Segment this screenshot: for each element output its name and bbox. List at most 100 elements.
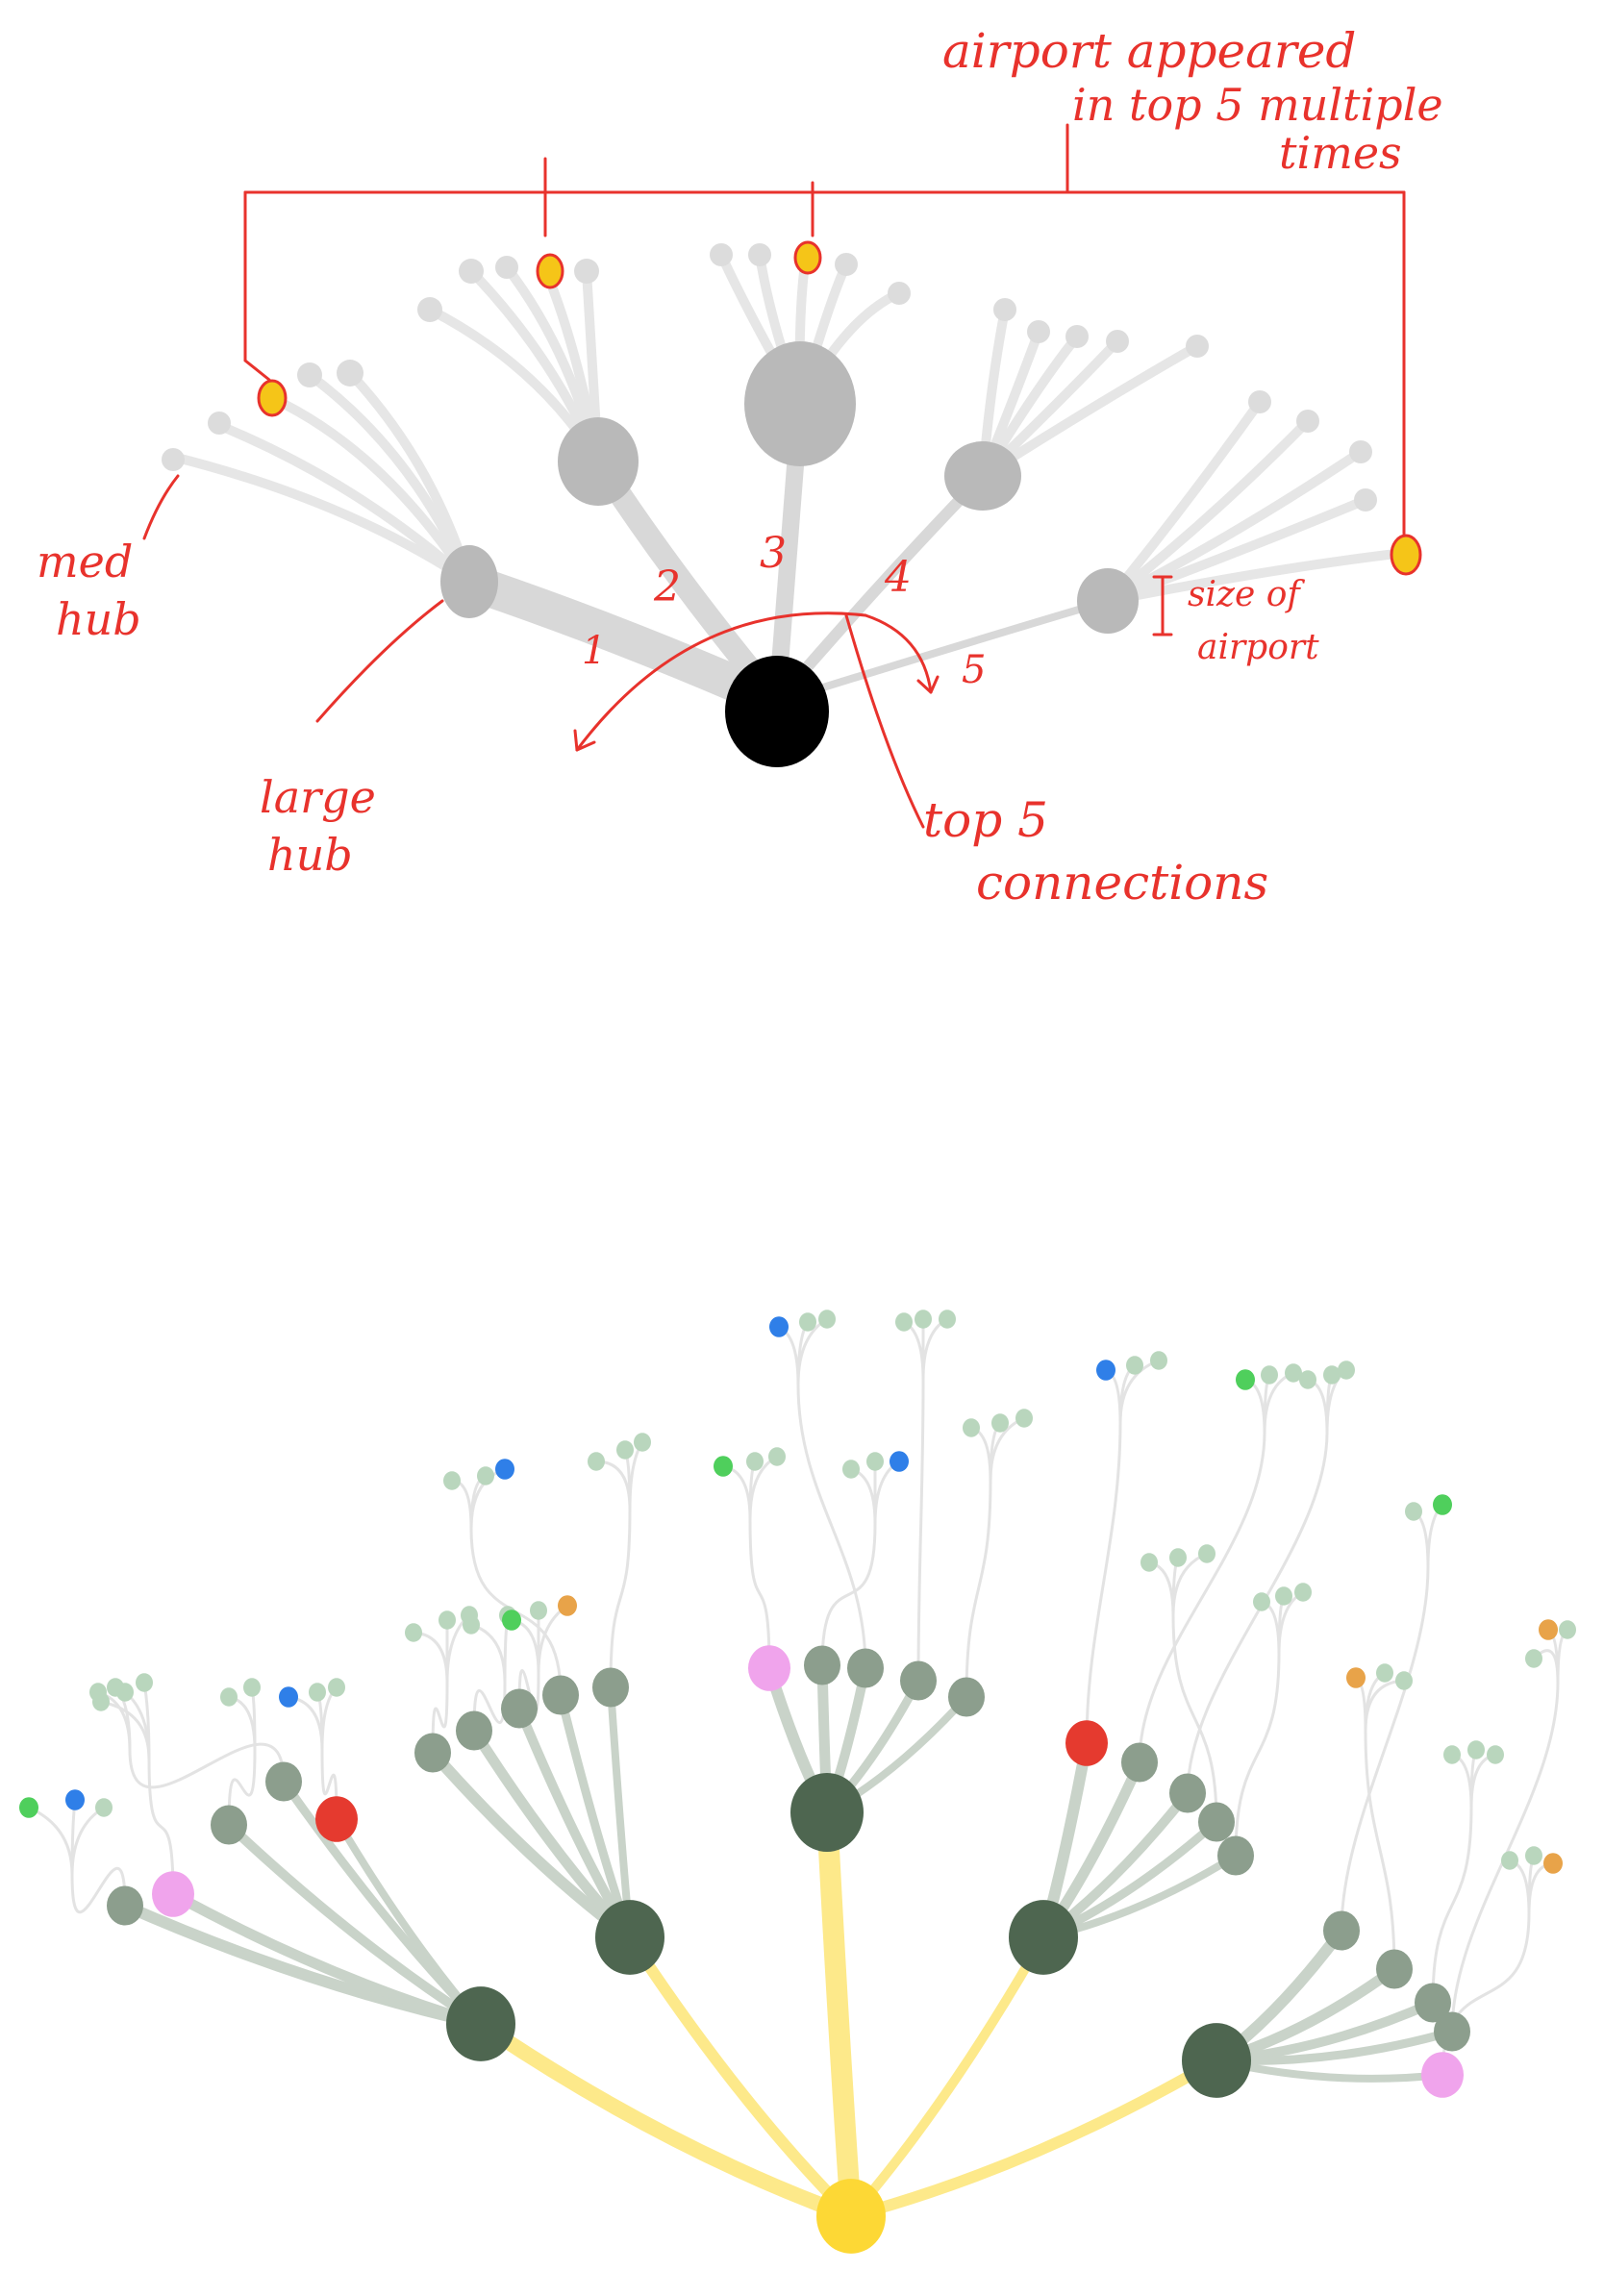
sketch-leaf-nodes (162, 243, 1377, 512)
mid-node (1415, 1983, 1451, 2023)
sketch-note-repeat-2: in top 5 multiple (1072, 79, 1443, 131)
mid-node (847, 1648, 884, 1688)
hub-node (1182, 2023, 1251, 2098)
hub-node (790, 1772, 864, 1853)
thin-link (965, 1479, 992, 1699)
thin-link (1171, 1613, 1218, 1824)
sketch-note-med-2: hub (56, 593, 141, 645)
mid-node (265, 1761, 302, 1802)
mid-node (1323, 1910, 1360, 1951)
root-link (624, 1932, 857, 2222)
sketch-hub-3 (744, 341, 856, 466)
leaf-node (220, 1687, 238, 1707)
leaf-node (1376, 1663, 1393, 1683)
leaf-node (1140, 1553, 1158, 1572)
leaf-node (1405, 1502, 1422, 1521)
leaf-node (768, 1447, 786, 1466)
pink-node (152, 1871, 194, 1917)
leaf-node (530, 1601, 547, 1620)
sketch-rank-2: 2 (653, 562, 681, 611)
leaf-node (443, 1471, 461, 1490)
leaf-node (439, 1610, 456, 1630)
leaf-node (799, 1312, 816, 1332)
leaf-node (136, 1673, 153, 1692)
thin-link (916, 1378, 925, 1683)
sketch-large-hub (440, 545, 498, 618)
leaf-node (588, 1452, 605, 1471)
leaf-node (107, 1678, 124, 1697)
thin-link (128, 1742, 286, 1789)
leaf-node (1395, 1671, 1413, 1690)
sketch-rank-3: 3 (760, 529, 787, 578)
leaf-node (1323, 1365, 1341, 1385)
thin-link (320, 1748, 338, 1821)
root-link (846, 1933, 1048, 2221)
thin-link (820, 1522, 877, 1667)
leaf-node (279, 1686, 298, 1708)
leaf-node (1285, 1363, 1302, 1383)
thin-link (227, 1748, 257, 1827)
thin-link (1138, 1431, 1266, 1764)
sketch-repeat-airports (257, 240, 1422, 576)
leaf-node (1294, 1583, 1312, 1602)
mid-node (107, 1885, 143, 1926)
thin-link (70, 1866, 127, 1914)
leaf-node (1543, 1853, 1563, 1874)
leaf-node (1261, 1365, 1278, 1385)
tree-nodes (19, 1310, 1576, 2254)
leaf-node (502, 1610, 521, 1631)
sketch-note-top5-1: top 5 (923, 792, 1048, 848)
sketch-note-large-1: large (260, 771, 376, 823)
leaf-node (963, 1418, 980, 1437)
leaf-node (1275, 1586, 1292, 1606)
root-link (816, 1802, 862, 2227)
tree-root-links (473, 1802, 1222, 2227)
thin-link (609, 1508, 632, 1689)
leaf-node (1487, 1745, 1504, 1764)
pink-node (748, 1645, 790, 1691)
mid-node (948, 1677, 985, 1717)
leaf-node (19, 1797, 38, 1818)
mid-link (224, 1820, 486, 2029)
mid-node (501, 1688, 538, 1729)
leaf-node (1198, 1544, 1216, 1563)
mid-node (1198, 1802, 1235, 1842)
leaf-node (769, 1316, 789, 1337)
red-node (1065, 1720, 1108, 1766)
leaf-node (1150, 1351, 1167, 1370)
mid-node (1169, 1773, 1206, 1813)
sketch-hub-4 (944, 441, 1021, 511)
leaf-node (634, 1433, 651, 1452)
leaf-node (1169, 1548, 1187, 1567)
leaf-node (65, 1789, 85, 1810)
sketch-hub-2 (558, 417, 639, 506)
leaf-node (714, 1456, 733, 1477)
thin-link (1186, 1431, 1329, 1795)
thin-link (1085, 1421, 1122, 1745)
leaf-node (1346, 1667, 1366, 1688)
leaf-node (1501, 1851, 1518, 1870)
leaf-node (915, 1310, 932, 1329)
sketch-note-top5-2: connections (976, 855, 1268, 911)
leaf-node (1299, 1370, 1316, 1389)
sketch-note-repeat-1: airport appeared (942, 23, 1356, 79)
leaf-node (1467, 1740, 1485, 1759)
sketch-note-large-2: hub (267, 829, 353, 881)
mid-link (167, 1888, 487, 2030)
leaf-node (309, 1683, 326, 1702)
root-node (816, 2179, 886, 2254)
mid-node (211, 1805, 247, 1845)
leaf-node (746, 1452, 764, 1471)
thin-link (1234, 1652, 1281, 1858)
sketch-rank-5: 5 (962, 648, 986, 692)
sketch-note-size-1: size of (1188, 575, 1305, 614)
mid-node (1434, 2011, 1470, 2052)
thin-link (517, 1669, 540, 1712)
thin-link (796, 1383, 867, 1670)
mid-node (900, 1660, 937, 1701)
hub-node (595, 1900, 664, 1975)
thin-link (1340, 1565, 1430, 1933)
mid-link (468, 1725, 636, 1943)
leaf-node (895, 1312, 913, 1332)
mid-node (414, 1733, 451, 1773)
